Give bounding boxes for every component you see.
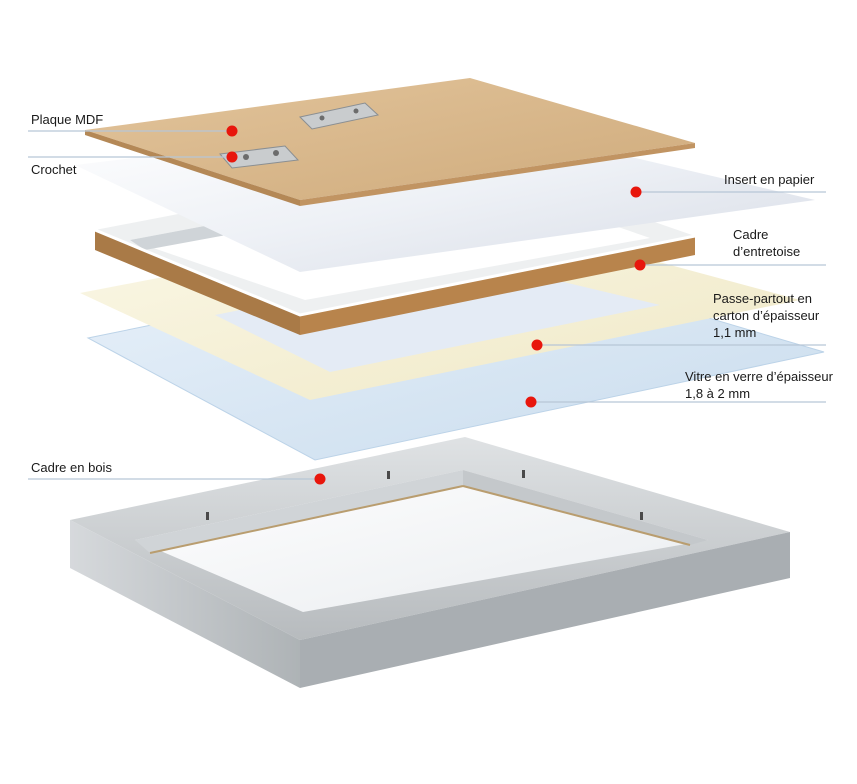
dot-cadre-entretoise [634,259,646,271]
label-cadre-bois: Cadre en bois [31,460,112,475]
mdf-plate [85,78,695,206]
dot-crochet [226,151,238,163]
hook-bottom [219,145,300,169]
label-plaque-mdf: Plaque MDF [31,112,104,127]
hook-top [298,102,380,130]
dot-passe-partout [531,339,543,351]
dot-vitre [525,396,537,408]
dot-plaque-mdf [226,125,238,137]
wooden-frame [70,437,790,688]
label-crochet: Crochet [31,162,77,177]
label-cadre-entretoise: Cadre d’entretoise [733,227,801,259]
label-vitre: Vitre en verre d’épaisseur 1,8 à 2 mm [685,369,833,401]
dot-insert-papier [630,186,642,198]
dot-cadre-bois [314,473,326,485]
label-passe-partout: Passe-partout en carton d’épaisseur 1,1 … [713,291,820,340]
label-insert-papier: Insert en papier [724,172,815,187]
